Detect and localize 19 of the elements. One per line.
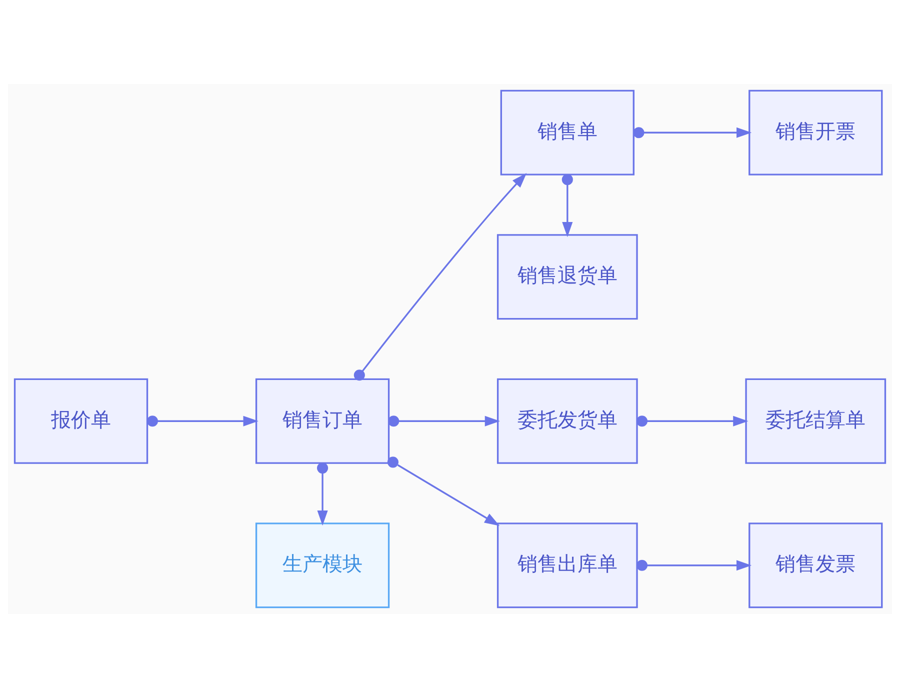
- node-box: 报价单: [14, 378, 148, 464]
- node-box: 销售退货单: [496, 234, 638, 320]
- node-box: 委托发货单: [496, 378, 638, 464]
- node-box: 销售订单: [255, 378, 390, 464]
- node-box: 委托结算单: [745, 378, 886, 464]
- node-box: 销售单: [500, 89, 634, 175]
- arrow: [633, 126, 752, 138]
- arrow: [354, 172, 527, 380]
- arrow: [562, 174, 573, 237]
- arrow: [146, 415, 258, 426]
- arrow: [636, 559, 752, 570]
- arrow: [636, 415, 748, 426]
- arrow: [387, 456, 500, 526]
- node-box: 销售开票: [748, 89, 883, 175]
- arrow: [388, 415, 500, 426]
- arrow: [317, 462, 328, 526]
- node-box: 生产模块: [255, 522, 390, 608]
- node-box: 销售出库单: [496, 522, 638, 608]
- node-box: 销售发票: [748, 522, 883, 608]
